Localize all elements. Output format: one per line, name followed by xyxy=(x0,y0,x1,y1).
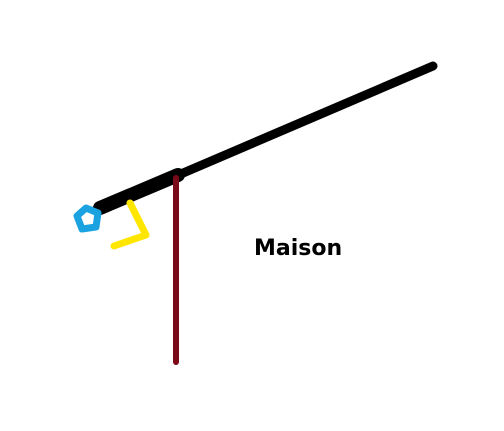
house-label: Maison xyxy=(254,236,342,261)
angle-mark xyxy=(110,199,150,250)
slope-line-thick-segment xyxy=(93,168,185,215)
pentagon-marker xyxy=(73,204,102,233)
